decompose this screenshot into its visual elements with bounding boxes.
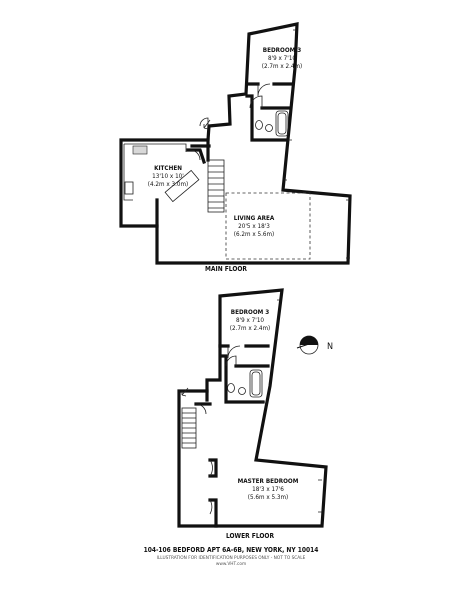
room-dims-metric: (6.2m x 5.6m) (234, 231, 274, 238)
room-name: BEDROOM 3 (263, 47, 301, 54)
lower-floor-outer-wall (177, 288, 328, 528)
room-name: BEDROOM 3 (231, 309, 269, 316)
bath-tub-inner-icon (277, 112, 287, 135)
bath-tub-icon (275, 110, 289, 137)
lower-floor-stairs (181, 407, 197, 449)
room-dims-imperial: 8'9 x 7'10 (268, 55, 296, 62)
entry-arrow-icon (203, 119, 211, 130)
fridge-icon (124, 181, 134, 195)
room-name: LIVING AREA (234, 215, 275, 222)
main-floor-stairs (207, 159, 225, 213)
room-name: KITCHEN (154, 165, 182, 172)
lower-floor-bedroom-wall (218, 344, 270, 404)
room-name: MASTER BEDROOM (238, 478, 299, 485)
kitchen-counter (123, 143, 187, 201)
disclaimer-line: ILLUSTRATION FOR IDENTIFICATION PURPOSES… (157, 555, 306, 561)
toilet-icon (255, 120, 263, 130)
toilet-icon (227, 383, 235, 393)
bath-tub-icon (249, 369, 263, 398)
room-dims-metric: (2.7m x 2.4m) (262, 63, 302, 70)
room-dims-imperial: 13'10 x 10' (152, 173, 184, 180)
room-dims-metric: (4.2m x 3.0m) (148, 181, 188, 188)
compass-letter: N (327, 342, 333, 352)
lower-floor-plan: BEDROOM 3 8'9 x 7'10 (2.7m x 2.4m) MASTE… (177, 288, 328, 540)
bath-tub-inner-icon (251, 371, 261, 396)
room-dims-imperial: 20'5 x 18'3 (238, 223, 270, 230)
main-floor-door-swings (189, 83, 271, 161)
main-floor-outer-wall (119, 22, 352, 265)
room-dims-imperial: 18'3 x 17'6 (252, 486, 284, 493)
sink-icon (265, 124, 273, 132)
main-floor-windows (284, 29, 350, 259)
website-line: www.VHT.com (216, 561, 246, 567)
sink-icon (238, 387, 246, 395)
main-floor-stair-wall (190, 138, 211, 162)
main-floor-kitchen-wall (155, 148, 207, 228)
main-floor-bedroom-wall (245, 82, 294, 142)
room-dims-metric: (2.7m x 2.4m) (230, 325, 270, 332)
living-area-outline (225, 192, 311, 260)
room-dims-metric: (5.6m x 5.3m) (248, 494, 288, 501)
lower-floor-door-swings (195, 345, 241, 515)
kitchen-island (164, 169, 200, 203)
lower-floor-hall-wall (194, 389, 218, 528)
lower-floor-windows (261, 299, 322, 513)
address-line: 104-106 BEDFORD APT 6A-6B, NEW YORK, NY … (144, 546, 319, 554)
room-dims-imperial: 8'9 x 7'10 (236, 317, 264, 324)
north-compass-icon: N (296, 335, 333, 355)
entry-arrow-icon (181, 387, 189, 397)
main-floor-plan: BEDROOM 3 8'9 x 7'10 (2.7m x 2.4m) KITCH… (119, 22, 352, 273)
floor-label: LOWER FLOOR (226, 532, 274, 540)
floor-label: MAIN FLOOR (205, 265, 247, 273)
stove-icon (132, 145, 148, 155)
